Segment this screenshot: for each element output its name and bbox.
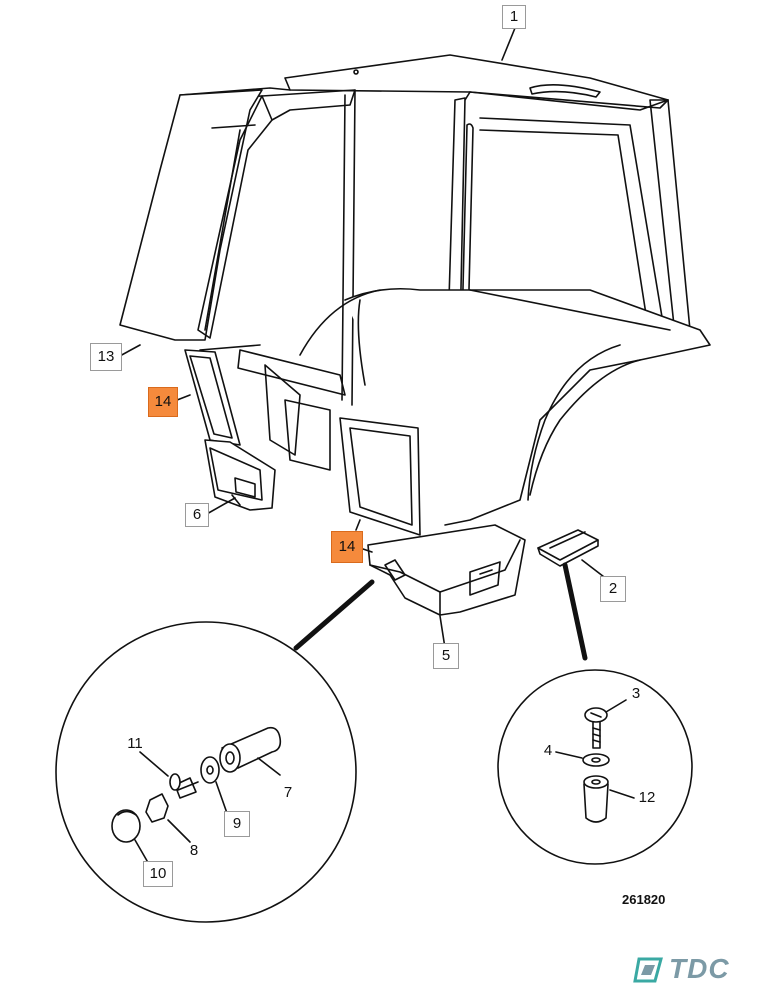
cab-roof: [284, 54, 669, 109]
step-bracket: [537, 529, 599, 561]
right-step: [367, 524, 526, 616]
door-seal-left: [184, 349, 241, 446]
callout-10[interactable]: 10: [143, 861, 173, 887]
left-step: [204, 439, 276, 511]
callout-2[interactable]: 2: [600, 576, 626, 602]
callout-11: 11: [127, 735, 143, 752]
callout-8: 8: [189, 842, 199, 859]
callout-1[interactable]: 1: [502, 5, 526, 29]
figure-number: 261820: [622, 892, 666, 907]
callout-3: 3: [631, 685, 641, 702]
callout-9[interactable]: 9: [224, 811, 250, 837]
callout-6[interactable]: 6: [185, 503, 209, 527]
tdc-logo-icon: [633, 957, 663, 983]
detail-circle-right: [497, 669, 693, 865]
callout-14-door-seal-right[interactable]: 14: [331, 531, 363, 563]
callout-4: 4: [543, 742, 553, 759]
tdc-logo: TDC: [633, 951, 753, 987]
callout-5[interactable]: 5: [433, 643, 459, 669]
callout-7: 7: [283, 784, 293, 801]
rear-side-panel: [119, 89, 263, 341]
callout-14-door-seal-left[interactable]: 14: [148, 387, 178, 417]
door-frame-left: [261, 89, 356, 121]
cab-floor: [344, 287, 711, 526]
step-pin: [221, 726, 282, 769]
tdc-logo-text: TDC: [669, 953, 730, 984]
callout-13[interactable]: 13: [90, 343, 122, 371]
callout-12: 12: [638, 789, 656, 806]
